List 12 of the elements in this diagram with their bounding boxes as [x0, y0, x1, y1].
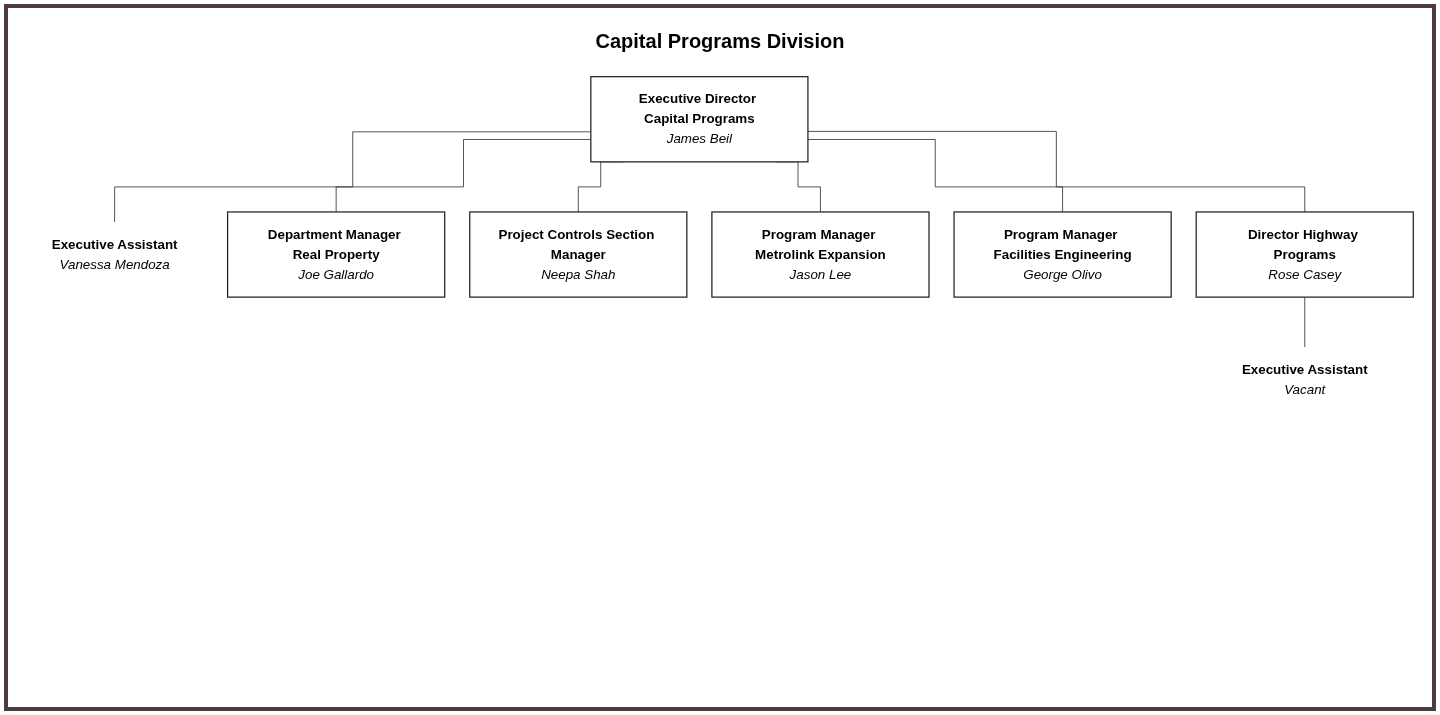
node-box: Project Controls Section Manager Neepa Shah [469, 211, 688, 298]
node-box: Program Manager Facilities Engineering George Olivo [953, 211, 1172, 298]
node-text: Executive Assistant Vacant [1241, 362, 1368, 397]
node-text: Executive Assistant Vanessa Mendoza [51, 237, 178, 272]
node-box: Director Highway Programs Rose Casey [1195, 211, 1414, 298]
node-box: Program Manager Metrolink Expansion Jason Lee [711, 211, 930, 298]
connector [807, 139, 1063, 213]
node-box: Executive Director Capital Programs James Beil [590, 76, 809, 163]
connector [807, 130, 1306, 213]
chart-title: Capital Programs Division [594, 30, 846, 53]
node-box: Department Manager Real Property Joe Gallardo [226, 211, 446, 298]
connector [1304, 296, 1306, 348]
